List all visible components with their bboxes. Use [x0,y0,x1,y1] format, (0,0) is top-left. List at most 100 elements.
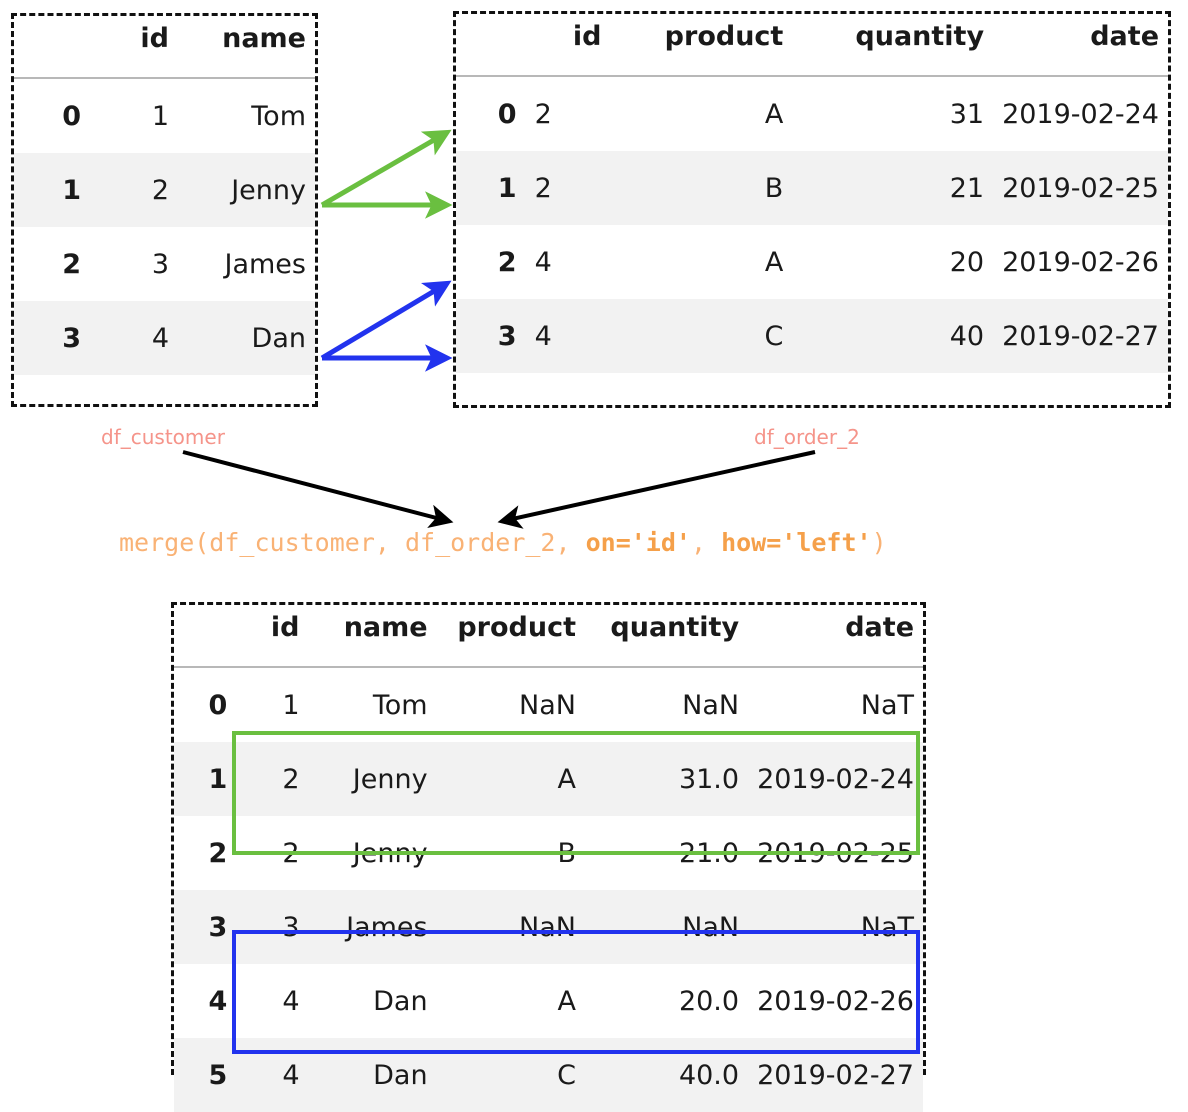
cell-product: B [610,151,793,225]
cell-product: NaN [436,890,585,964]
cell-date: 2019-02-26 [993,225,1168,299]
table-row: 3 4 C 40 2019-02-27 [456,299,1168,373]
table-row: 2 3 James [14,227,315,301]
cell-index: 3 [456,299,526,373]
table-row: 0 1 Tom NaN NaN NaT [174,667,923,742]
cell-id: 1 [90,78,178,153]
table-row: 2 4 A 20 2019-02-26 [456,225,1168,299]
cell-date: 2019-02-25 [748,816,923,890]
df-order-2-body: 0 2 A 31 2019-02-24 1 2 B 21 2019-02-25 … [456,76,1168,373]
col-header-date: date [748,605,923,668]
code-suffix: ) [871,528,887,557]
cell-name: Dan [178,301,315,375]
df-result-table: id name product quantity date 0 1 Tom Na… [174,605,923,1112]
table-row: 0 2 A 31 2019-02-24 [456,76,1168,151]
cell-id: 2 [236,742,309,816]
col-header-id: id [525,14,611,77]
cell-product: NaN [436,667,585,742]
cell-index: 2 [456,225,526,299]
col-header-name: name [178,16,315,79]
cell-id: 4 [236,1038,309,1112]
cell-name: Jenny [308,742,437,816]
cell-id: 4 [236,964,309,1038]
table-row: 2 2 Jenny B 21.0 2019-02-25 [174,816,923,890]
cell-date: NaT [748,667,923,742]
table-row: 3 3 James NaN NaN NaT [174,890,923,964]
merge-code-line: merge(df_customer, df_order_2, on='id', … [119,528,887,557]
cell-quantity: 20.0 [585,964,749,1038]
cell-date: 2019-02-26 [748,964,923,1038]
code-separator: , [690,528,722,557]
cell-index: 2 [14,227,90,301]
green-arrow-to-order-row-0 [320,129,452,208]
code-arg-how: how='left' [721,528,872,557]
cell-index: 1 [456,151,526,225]
df-result-body: 0 1 Tom NaN NaN NaT 1 2 Jenny A 31.0 201… [174,667,923,1112]
code-prefix: merge(df_customer, df_order_2, [119,528,586,557]
cell-product: C [436,1038,585,1112]
df-order-2-table-box: id product quantity date 0 2 A 31 2019-0… [453,11,1171,408]
cell-index: 0 [174,667,237,742]
cell-index: 3 [174,890,237,964]
cell-name: Jenny [178,153,315,227]
cell-id: 4 [525,299,611,373]
table-row: 1 2 Jenny [14,153,315,227]
cell-index: 2 [174,816,237,890]
label-df-customer: df_customer [101,425,225,449]
cell-id: 3 [236,890,309,964]
cell-id: 2 [525,76,611,151]
cell-date: 2019-02-27 [993,299,1168,373]
df-customer-header: id name [14,16,315,79]
table-row: 4 4 Dan A 20.0 2019-02-26 [174,964,923,1038]
df-order-2-header: id product quantity date [456,14,1168,77]
cell-id: 4 [90,301,178,375]
cell-name: Tom [308,667,437,742]
cell-index: 4 [174,964,237,1038]
cell-quantity: 31.0 [585,742,749,816]
table-row: 1 2 Jenny A 31.0 2019-02-24 [174,742,923,816]
cell-date: 2019-02-24 [993,76,1168,151]
table-header-row: id name product quantity date [174,605,923,668]
cell-name: Tom [178,78,315,153]
cell-id: 2 [90,153,178,227]
cell-date: 2019-02-27 [748,1038,923,1112]
cell-id: 4 [525,225,611,299]
table-header-row: id name [14,16,315,79]
cell-product: A [610,76,793,151]
black-arrow-from-df-order-2 [497,450,816,529]
cell-product: A [436,964,585,1038]
col-header-quantity: quantity [792,14,994,77]
cell-name: Dan [308,964,437,1038]
table-row: 3 4 Dan [14,301,315,375]
col-header-id: id [90,16,178,79]
df-customer-body: 0 1 Tom 1 2 Jenny 2 3 James 3 4 Dan [14,78,315,375]
cell-name: James [178,227,315,301]
cell-quantity: NaN [585,667,749,742]
cell-product: C [610,299,793,373]
df-customer-table-box: id name 0 1 Tom 1 2 Jenny 2 3 Ja [11,13,318,407]
cell-index: 3 [14,301,90,375]
cell-id: 3 [90,227,178,301]
df-order-2-table: id product quantity date 0 2 A 31 2019-0… [456,14,1168,373]
table-row: 0 1 Tom [14,78,315,153]
blue-arrow-to-order-row-2 [320,280,452,361]
cell-quantity: 21.0 [585,816,749,890]
cell-product: A [436,742,585,816]
table-row: 5 4 Dan C 40.0 2019-02-27 [174,1038,923,1112]
cell-index: 0 [456,76,526,151]
cell-index: 1 [174,742,237,816]
col-header-product: product [436,605,585,668]
col-header-date: date [993,14,1168,77]
cell-quantity: 20 [792,225,994,299]
table-header-row: id product quantity date [456,14,1168,77]
cell-date: 2019-02-24 [748,742,923,816]
label-df-order-2: df_order_2 [754,425,860,449]
cell-id: 2 [236,816,309,890]
cell-product: A [610,225,793,299]
cell-date: 2019-02-25 [993,151,1168,225]
col-header-id: id [236,605,309,668]
cell-quantity: NaN [585,890,749,964]
table-row: 1 2 B 21 2019-02-25 [456,151,1168,225]
df-result-header: id name product quantity date [174,605,923,668]
